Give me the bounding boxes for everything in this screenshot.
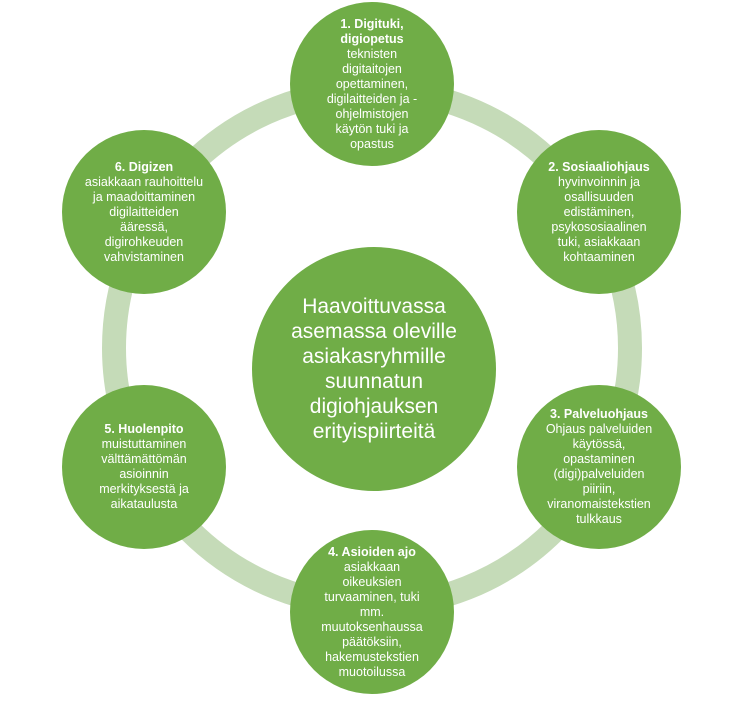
- node-description: teknisten digitaitojen opettaminen, digi…: [326, 46, 418, 151]
- node-description: hyvinvoinnin ja osallisuuden edistäminen…: [551, 174, 647, 264]
- node-title: 5. Huolenpito: [104, 422, 184, 436]
- node-title: 6. Digizen: [114, 159, 174, 174]
- node-digizen: 6. Digizen asiakkaan rauhoittelu ja maad…: [62, 130, 226, 294]
- center-node: Haavoittuvassa asemassa oleville asiakas…: [252, 247, 496, 491]
- node-title: 1. Digituki, digiopetus: [340, 16, 404, 46]
- node-palveluohjaus: 3. Palveluohjaus Ohjaus palveluiden käyt…: [517, 385, 681, 549]
- center-text: Haavoittuvassa asemassa oleville asiakas…: [291, 295, 457, 443]
- node-digituki: 1. Digituki, digiopetus teknisten digita…: [290, 2, 454, 166]
- node-title: 2. Sosiaaliohjaus: [548, 159, 650, 174]
- node-huolenpito: 5. Huolenpito muistuttaminen välttämättö…: [62, 385, 226, 549]
- node-description: Ohjaus palveluiden käytössä, opastaminen…: [545, 422, 653, 526]
- node-description: muistuttaminen välttämättömän asioinnin …: [99, 437, 189, 511]
- node-asioiden-ajo: 4. Asioiden ajo asiakkaan oikeuksien tur…: [290, 530, 454, 694]
- node-description: asiakkaan oikeuksien turvaaminen, tuki m…: [321, 559, 423, 679]
- node-sosiaaliohjaus: 2. Sosiaaliohjaus hyvinvoinnin ja osalli…: [517, 130, 681, 294]
- node-title: 4. Asioiden ajo: [328, 544, 416, 559]
- node-title: 3. Palveluohjaus: [550, 407, 648, 421]
- node-description: asiakkaan rauhoittelu ja maadoittaminen …: [84, 174, 204, 264]
